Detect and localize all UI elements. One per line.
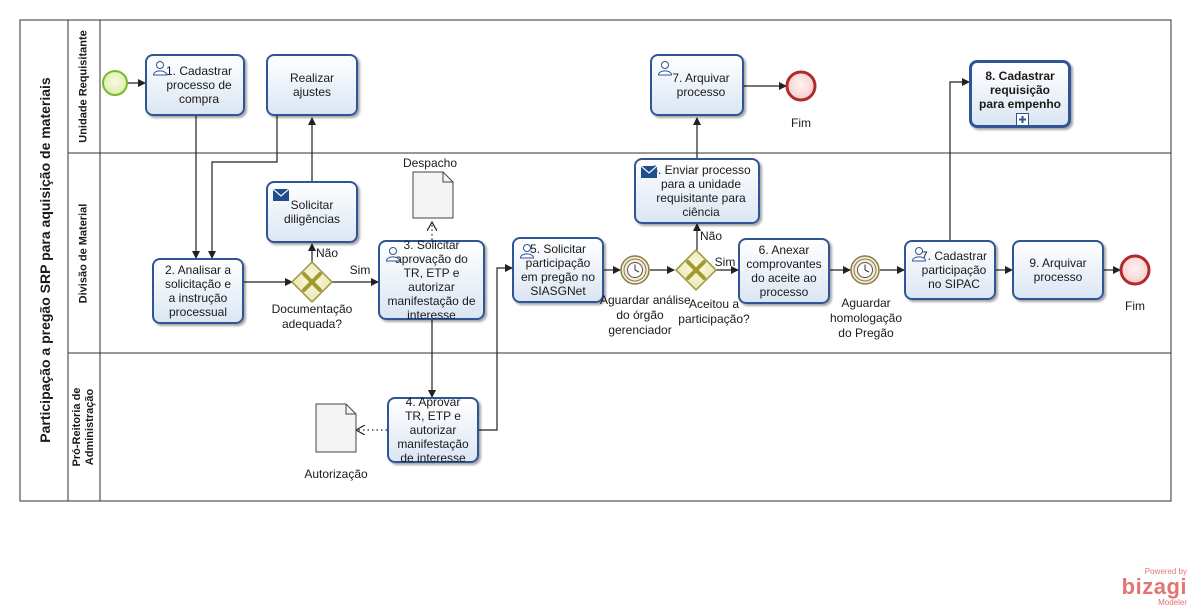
task-label: 1. Cadastrar processo de compra <box>165 64 233 106</box>
label-line: Aguardar <box>841 296 891 310</box>
lane-label-unidade: Unidade Requisitante <box>77 30 90 143</box>
task-aprovar-tr[interactable]: 4. Aprovar TR, ETP e autorizar manifesta… <box>387 395 479 465</box>
timer-event-2 <box>850 255 880 285</box>
task-label: 7. Arquivar processo <box>672 71 730 99</box>
pool-title: Participação a pregão SRP para aquisição… <box>37 77 53 443</box>
label-sim-2: Sim <box>714 255 736 269</box>
brand-powered: Powered by <box>1144 567 1187 576</box>
task-label: 8. Cadastrar requisição para empenho <box>978 69 1062 111</box>
lane-label-proreitoria-line1: Pró-Reitoria de <box>71 387 83 467</box>
task-label: Solicitar diligências <box>283 198 341 226</box>
label-despacho: Despacho <box>402 156 458 170</box>
task-arquivar-processo-1[interactable]: 7. Arquivar processo <box>650 54 744 116</box>
task-analisar-solicitacao[interactable]: 2. Analisar a solicitação e a instrução … <box>152 258 244 324</box>
flow-ajustes-t2 <box>208 116 278 259</box>
end-event-2 <box>1119 254 1151 286</box>
label-line: do Pregão <box>838 326 894 340</box>
lane-label-proreitoria-line2: Administração <box>84 388 96 466</box>
label-nao-1: Não <box>315 246 338 260</box>
task-cadastrar-participacao[interactable]: 7. Cadastrar participação no SIPAC <box>904 240 996 300</box>
flow-t4-t5 <box>479 264 513 431</box>
task-solicitar-diligencias[interactable]: Solicitar diligências <box>266 181 358 243</box>
sequence-flows <box>127 78 1121 431</box>
task-label: 2. Analisar a solicitação e a instrução … <box>164 263 232 319</box>
label-autorizacao: Autorização <box>304 467 368 481</box>
label-line: Aguardar análise <box>600 293 691 307</box>
task-enviar-processo[interactable]: 6. Enviar processo para a unidade requis… <box>634 158 760 224</box>
brand-product: Modeler <box>1158 598 1187 607</box>
label-documentacao-adequada: Documentação adequada? <box>262 302 362 332</box>
label-fim-2: Fim <box>1125 299 1145 313</box>
task-label: 9. Arquivar processo <box>1029 256 1087 284</box>
label-line: gerenciador <box>608 323 672 337</box>
label-line: Aceitou a <box>688 297 740 311</box>
label-line: homologação <box>829 311 903 325</box>
gateway-documentacao <box>290 260 334 304</box>
task-realizar-ajustes[interactable]: Realizar ajustes <box>266 54 358 116</box>
end-event-1 <box>785 70 817 102</box>
task-label: 6. Anexar comprovantes do aceite ao proc… <box>746 243 822 299</box>
brand-name: bizagi <box>1121 574 1187 599</box>
task-anexar-comprovantes[interactable]: 6. Anexar comprovantes do aceite ao proc… <box>738 238 830 304</box>
task-label: Realizar ajustes <box>289 71 334 99</box>
pool <box>19 19 1172 502</box>
label-aceitou: Aceitou a participação? <box>672 297 756 327</box>
label-line: do órgão <box>616 308 664 322</box>
label-line: adequada? <box>281 317 343 331</box>
subprocess-cadastrar-requisicao[interactable]: 8. Cadastrar requisição para empenho <box>969 60 1071 128</box>
expand-subprocess-icon[interactable] <box>1016 113 1029 126</box>
label-line: participação? <box>678 312 750 326</box>
start-event <box>102 70 128 96</box>
gateway-aceitou <box>674 248 718 292</box>
task-label: 6. Enviar processo para a unidade requis… <box>651 163 751 219</box>
user-icon <box>152 61 168 76</box>
task-label: 3. Solicitar aprovação do TR, ETP e auto… <box>387 238 476 322</box>
label-line: Documentação <box>271 302 353 316</box>
flow-t7b-t8 <box>949 78 970 240</box>
user-icon <box>911 247 927 262</box>
user-icon <box>657 61 673 76</box>
label-fim-1: Fim <box>791 116 811 130</box>
task-label: 4. Aprovar TR, ETP e autorizar manifesta… <box>397 395 469 465</box>
lane-label-divisao: Divisão de Material <box>77 203 90 304</box>
task-solicitar-participacao[interactable]: 5. Solicitar participação em pregão no S… <box>512 237 604 303</box>
user-icon <box>385 247 401 262</box>
label-nao-2: Não <box>699 229 722 243</box>
lane-label-proreitoria: Pró-Reitoria de Administração <box>71 367 97 487</box>
task-label: 5. Solicitar participação em pregão no S… <box>520 242 596 298</box>
associations <box>356 222 432 430</box>
envelope-icon <box>641 166 657 178</box>
label-aguardar-analise: Aguardar análise do órgão gerenciador <box>600 293 691 338</box>
label-aguardar-homologacao: Aguardar homologação do Pregão <box>828 296 904 341</box>
envelope-icon <box>273 189 289 201</box>
task-cadastrar-processo[interactable]: 1. Cadastrar processo de compra <box>145 54 245 116</box>
timer-event-1 <box>620 255 650 285</box>
task-arquivar-processo-2[interactable]: 9. Arquivar processo <box>1012 240 1104 300</box>
document-autorizacao <box>315 403 357 453</box>
document-despacho <box>412 171 454 219</box>
user-icon <box>519 244 535 259</box>
label-sim-1: Sim <box>349 263 371 277</box>
task-solicitar-aprovacao[interactable]: 3. Solicitar aprovação do TR, ETP e auto… <box>378 238 485 322</box>
task-label: 7. Cadastrar participação no SIPAC <box>920 249 988 291</box>
bizagi-logo: Powered by bizagi Modeler <box>1122 567 1187 607</box>
